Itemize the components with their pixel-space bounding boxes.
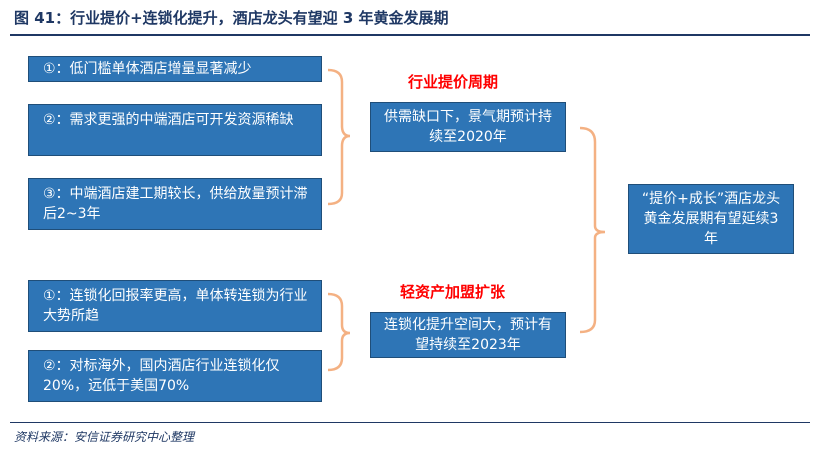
factor-box-construction-lag: ③：中端酒店建工期较长，供给放量预计滞后2~3年 xyxy=(28,178,322,230)
bracket-top-group xyxy=(327,68,351,206)
footer-divider xyxy=(10,422,810,423)
factor-box-chain-penetration: ②：对标海外，国内酒店行业连锁化仅20%，远低于美国70% xyxy=(28,350,322,402)
source-note: 资料来源：安信证券研究中心整理 xyxy=(14,430,195,444)
factor-text: ①：连锁化回报率更高，单体转连锁为行业大势所趋 xyxy=(43,288,308,324)
factor-text: ②：需求更强的中端酒店可开发资源稀缺 xyxy=(43,112,294,128)
title-divider xyxy=(10,34,810,36)
asset-light-text: 连锁化提升空间大，预计有望持续至2023年 xyxy=(384,317,552,353)
conclusion-box: “提价+成长”酒店龙头黄金发展期有望延续3年 xyxy=(628,184,794,254)
conclusion-text: “提价+成长”酒店龙头黄金发展期有望延续3年 xyxy=(641,191,781,247)
heading-price-cycle: 行业提价周期 xyxy=(408,73,499,91)
figure-title-text: 行业提价+连锁化提升，酒店龙头有望迎 3 年黄金发展期 xyxy=(70,9,449,27)
price-cycle-box: 供需缺口下，景气期预计持续至2020年 xyxy=(370,102,566,152)
bracket-bottom-group xyxy=(327,292,351,372)
figure-title: 图 41：行业提价+连锁化提升，酒店龙头有望迎 3 年黄金发展期 xyxy=(14,7,449,28)
bracket-middle-group xyxy=(579,126,606,334)
price-cycle-text: 供需缺口下，景气期预计持续至2020年 xyxy=(384,109,552,145)
factor-box-midscale-scarcity: ②：需求更强的中端酒店可开发资源稀缺 xyxy=(28,104,322,156)
figure-label: 图 41： xyxy=(14,9,71,27)
factor-text: ③：中端酒店建工期较长，供给放量预计滞后2~3年 xyxy=(43,186,308,222)
heading-asset-light-expansion: 轻资产加盟扩张 xyxy=(400,283,506,301)
factor-text: ②：对标海外，国内酒店行业连锁化仅20%，远低于美国70% xyxy=(43,358,280,394)
asset-light-box: 连锁化提升空间大，预计有望持续至2023年 xyxy=(370,312,566,358)
factor-box-chain-returns: ①：连锁化回报率更高，单体转连锁为行业大势所趋 xyxy=(28,280,322,332)
factor-text: ①：低门槛单体酒店增量显著减少 xyxy=(43,61,252,77)
factor-box-low-threshold-hotels: ①：低门槛单体酒店增量显著减少 xyxy=(28,56,322,82)
